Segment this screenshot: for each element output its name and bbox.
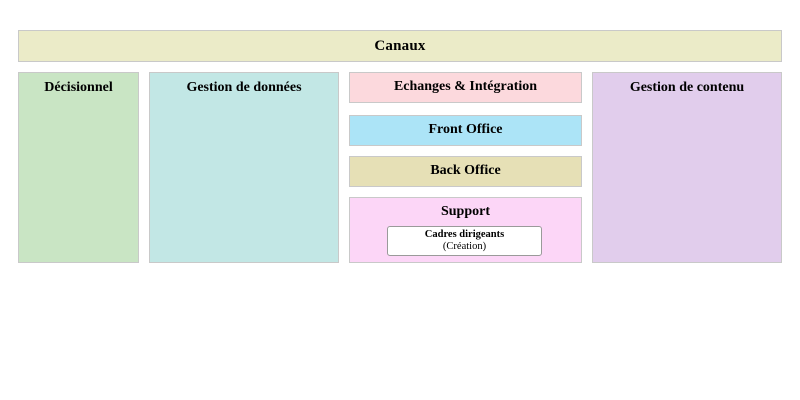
box-front-office-label: Front Office [428,122,503,137]
column-decisionnel-label: Décisionnel [44,80,113,95]
box-echanges-integration-label: Echanges & Intégration [393,79,538,94]
node-cadres-dirigeants[interactable]: Cadres dirigeants (Création) [387,226,542,256]
box-echanges-integration[interactable]: Echanges & Intégration [349,72,582,103]
column-gestion-de-donnees-label: Gestion de données [186,80,302,95]
column-decisionnel[interactable]: Décisionnel [18,72,139,263]
box-back-office[interactable]: Back Office [349,156,582,187]
node-cadres-dirigeants-title: Cadres dirigeants [424,229,505,241]
banner-canaux-label: Canaux [374,37,426,54]
node-cadres-dirigeants-subtitle: (Création) [442,241,487,252]
box-support-label: Support [440,204,491,219]
column-gestion-de-donnees[interactable]: Gestion de données [149,72,339,263]
box-support[interactable]: Support Cadres dirigeants (Création) [349,197,582,263]
box-back-office-label: Back Office [430,163,501,178]
column-gestion-de-contenu-label: Gestion de contenu [629,80,745,95]
box-front-office[interactable]: Front Office [349,115,582,146]
column-middle-stack: Echanges & Intégration Front Office Back… [349,72,582,263]
column-gestion-de-contenu[interactable]: Gestion de contenu [592,72,782,263]
banner-canaux[interactable]: Canaux [18,30,782,62]
